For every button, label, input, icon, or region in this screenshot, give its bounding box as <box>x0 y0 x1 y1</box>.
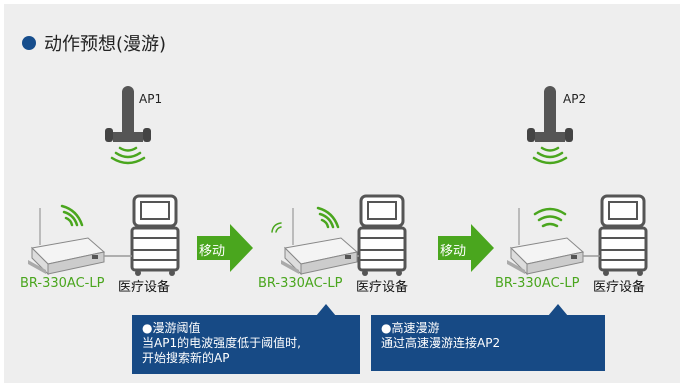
device-3-signal-icon <box>533 207 567 228</box>
ap1-signal-icon <box>110 146 146 165</box>
bridge-device-3-icon <box>507 208 585 276</box>
ap2-label: AP2 <box>563 92 587 106</box>
equipment-label-3: 医疗设备 <box>593 280 646 295</box>
title-row: 动作预想(漫游) <box>22 30 166 56</box>
callout-left-line1: 当AP1的电波强度低于阈值时, <box>142 336 301 350</box>
title-bullet-icon <box>22 36 36 50</box>
bridge-device-2-icon <box>281 208 359 276</box>
callout-left-heading: ●漫游阈值 <box>142 321 201 335</box>
medical-cart-3-icon <box>598 194 648 276</box>
device-1-signal-icon <box>60 204 84 227</box>
move-label-1: 移动 <box>199 244 226 259</box>
device-label-2: BR-330AC-LP <box>258 276 343 291</box>
callout-left-line2: 开始搜索新的AP <box>142 351 230 365</box>
ap2-access-point-icon <box>527 86 573 142</box>
ap1-access-point-icon <box>105 86 151 142</box>
ap2-signal-icon <box>532 146 568 165</box>
callout-fast-roaming: ●高速漫游 通过高速漫游连接AP2 <box>371 315 605 371</box>
equipment-label-1: 医疗设备 <box>118 280 171 295</box>
move-label-2: 移动 <box>440 244 467 259</box>
diagram-title: 动作预想(漫游) <box>44 34 167 55</box>
device-2-signal-right-icon <box>316 206 340 229</box>
callout-right-heading: ●高速漫游 <box>381 321 440 335</box>
device-label-3: BR-330AC-LP <box>495 276 580 291</box>
callout-right-line1: 通过高速漫游连接AP2 <box>381 336 501 350</box>
ap1-label: AP1 <box>139 92 163 106</box>
move-arrow-1-icon <box>197 224 253 272</box>
equipment-label-2: 医疗设备 <box>356 280 409 295</box>
callout-roaming-threshold: ●漫游阈值 当AP1的电波强度低于阈值时, 开始搜索新的AP <box>132 315 360 374</box>
device-label-1: BR-330AC-LP <box>20 276 105 291</box>
callout-left-pointer <box>316 304 336 316</box>
device-2-signal-left-icon <box>271 222 282 233</box>
bridge-device-1-icon <box>28 208 106 276</box>
medical-cart-1-icon <box>130 194 180 276</box>
callout-right-pointer <box>548 304 568 316</box>
move-arrow-2-icon <box>438 224 494 272</box>
medical-cart-2-icon <box>357 194 407 276</box>
